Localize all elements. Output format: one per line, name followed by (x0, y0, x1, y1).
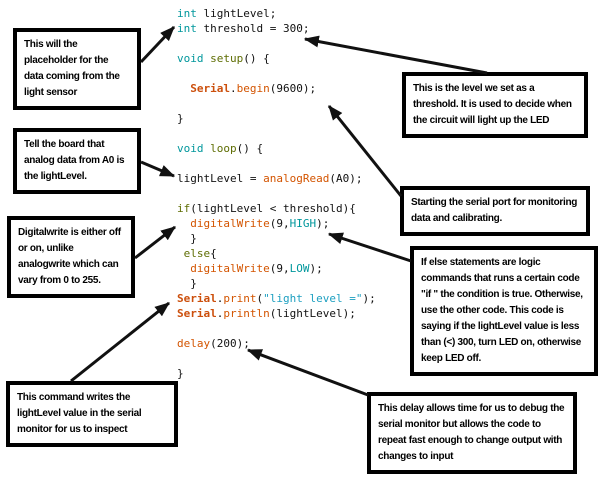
code-line: } (177, 112, 184, 125)
code-line: } (177, 232, 197, 245)
arrow-serialmonitor-to-print (70, 301, 170, 383)
code-line (177, 351, 376, 366)
callout-threshold: This is the level we set as a threshold.… (402, 72, 588, 138)
code-line: lightLevel = analogRead(A0); (177, 172, 363, 185)
code-line: delay(200); (177, 337, 250, 350)
code-line: int threshold = 300; (177, 22, 310, 35)
code-line: digitalWrite(9,LOW); (190, 262, 323, 275)
callout-placeholder: This will the placeholder for the data c… (13, 28, 141, 110)
code-line: Serial.begin(9600); (190, 82, 317, 95)
code-line (177, 126, 376, 141)
callout-digitalwrite: Digitalwrite is either off or on, unlike… (7, 216, 135, 298)
code-line (177, 186, 376, 201)
code-block: int lightLevel; int threshold = 300; void… (177, 6, 376, 381)
arrow-digitalwrite-to-code (134, 225, 176, 260)
code-line: int lightLevel; (177, 7, 277, 20)
code-line (177, 96, 376, 111)
callout-serial-monitor: This command writes the lightLevel value… (6, 381, 178, 447)
code-line: else{ (183, 247, 217, 260)
callout-delay: This delay allows time for us to debug t… (367, 392, 577, 474)
arrow-placeholder-to-lightlevel (139, 25, 176, 64)
code-line (177, 321, 376, 336)
code-line: Serial.print("light level ="); (177, 292, 376, 305)
arrow-analog-to-analogread (140, 160, 176, 178)
callout-if-else: If else statements are logic commands th… (410, 246, 598, 376)
code-line: } (177, 367, 184, 380)
code-line (177, 156, 376, 171)
code-line: } (177, 277, 197, 290)
code-line: if(lightLevel < threshold){ (177, 202, 356, 215)
code-line: digitalWrite(9,HIGH); (190, 217, 330, 230)
callout-analog-a0: Tell the board that analog data from A0 … (13, 128, 141, 194)
code-line: void loop() { (177, 142, 264, 155)
code-line (177, 66, 376, 81)
callout-serial-port: Starting the serial port for monitoring … (400, 186, 590, 236)
code-line: void setup() { (177, 52, 270, 65)
code-line: Serial.println(lightLevel); (177, 307, 356, 320)
code-line (177, 36, 376, 51)
